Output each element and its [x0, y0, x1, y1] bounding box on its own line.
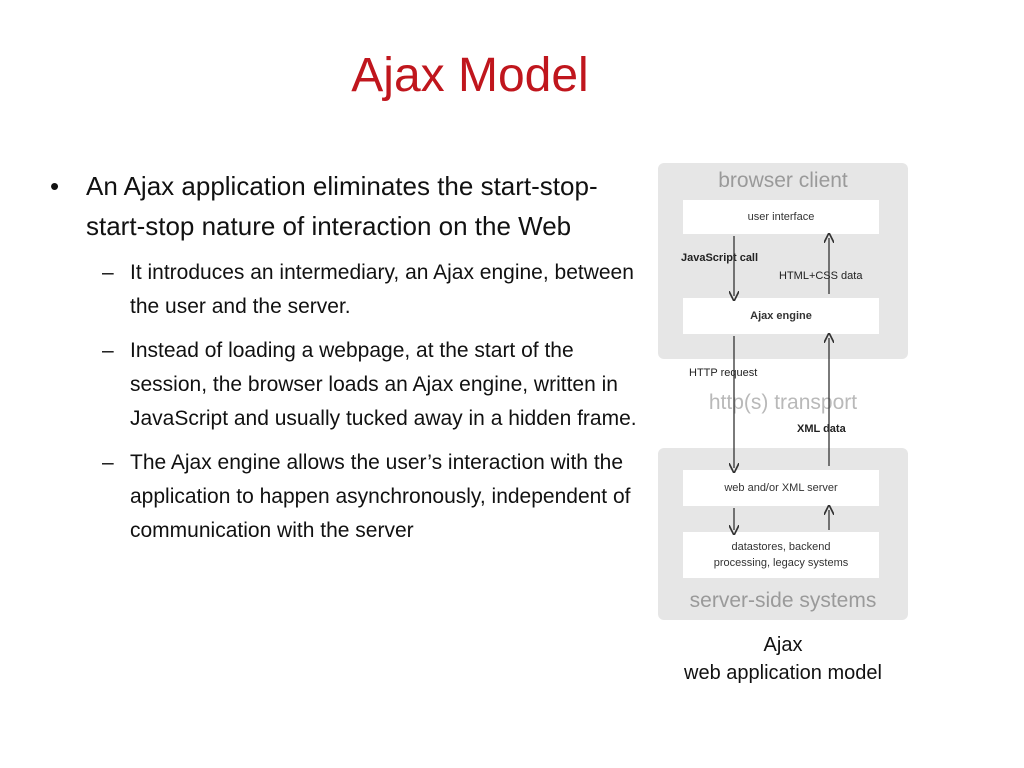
- ajax-diagram: browser client user interface JavaScript…: [655, 160, 911, 700]
- sub-bullet-1: – It introduces an intermediary, an Ajax…: [102, 256, 650, 324]
- datastores-box: datastores, backend processing, legacy s…: [683, 532, 879, 578]
- http-request-label: HTTP request: [689, 367, 758, 379]
- xml-data-label: XML data: [797, 423, 846, 435]
- slide-title: Ajax Model: [351, 49, 589, 102]
- bullet-content: • An Ajax application eliminates the sta…: [50, 166, 650, 548]
- diagram-arrows: [655, 160, 911, 700]
- datastores-line-1: datastores, backend: [731, 541, 831, 553]
- browser-client-label: browser client: [718, 169, 848, 192]
- caption-line-2: web application model: [684, 662, 882, 684]
- web-server-box: web and/or XML server: [683, 470, 879, 506]
- datastores-line-2: processing, legacy systems: [713, 557, 849, 569]
- caption-line-1: Ajax: [763, 634, 803, 656]
- sub-bullet-2: – Instead of loading a webpage, at the s…: [102, 334, 650, 436]
- user-interface-box: user interface: [683, 200, 879, 234]
- sub-bullet-text: Instead of loading a webpage, at the sta…: [130, 339, 637, 430]
- bullet-item: • An Ajax application eliminates the sta…: [50, 166, 650, 246]
- dash-marker: –: [102, 261, 114, 284]
- ajax-engine-box: Ajax engine: [683, 298, 879, 334]
- html-css-data-label: HTML+CSS data: [779, 270, 863, 282]
- dash-marker: –: [102, 339, 114, 362]
- server-side-label: server-side systems: [689, 589, 877, 612]
- sub-bullet-text: The Ajax engine allows the user’s intera…: [130, 451, 631, 542]
- transport-label: http(s) transport: [708, 391, 858, 414]
- dash-marker: –: [102, 451, 114, 474]
- sub-bullet-text: It introduces an intermediary, an Ajax e…: [130, 261, 634, 318]
- sub-bullet-3: – The Ajax engine allows the user’s inte…: [102, 446, 650, 548]
- bullet-text: An Ajax application eliminates the start…: [86, 171, 598, 241]
- bullet-dot: •: [50, 171, 60, 201]
- javascript-call-label: JavaScript call: [681, 252, 759, 264]
